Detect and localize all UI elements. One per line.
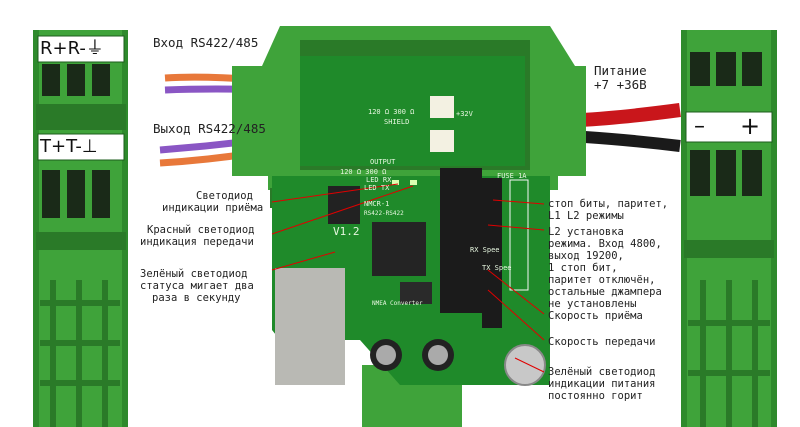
annotation-stop-bits-line1: стоп биты, паритет, <box>548 198 669 210</box>
power-label-line1: Питание <box>594 63 647 78</box>
annotation-tx-led-line1: Красный светодиод <box>147 224 255 236</box>
board-shield: SHIELD <box>384 118 410 126</box>
annotation-tx-led-line2: индикация передачи <box>140 236 254 248</box>
board-rx-spee: RX Spee <box>470 246 500 254</box>
input-cable-label: Вход RS422/485 <box>153 35 259 50</box>
board-output: OUTPUT <box>370 158 396 166</box>
leader-lines <box>271 183 545 373</box>
left-bottom-pin-label: T+T-⊥ <box>40 136 98 157</box>
annotation-rx-led-line2: индикации приёма <box>162 202 264 214</box>
annotation-status-led-line3: раза в секунду <box>152 292 241 304</box>
annotation-l2-line2: режима. Вход 4800, <box>548 238 662 250</box>
board-version: V1.2 <box>333 225 360 238</box>
board-led-rx: LED RX <box>366 176 392 184</box>
annotation-l2-line7: не установлены <box>548 298 637 310</box>
right-minus-label: – <box>694 114 705 139</box>
board-fuse: FUSE 1A <box>497 172 527 180</box>
right-plus-label: + <box>740 112 761 140</box>
board-model: NMCR-1 <box>364 200 390 208</box>
annotation-l2-line1: L2 установка <box>548 226 624 238</box>
board-plus32: +32V <box>456 110 473 118</box>
annotation-status-led-line1: Зелёный светодиод <box>140 268 248 280</box>
board-tx-spee: TX Spee <box>482 264 512 272</box>
board-resistor-b: 120 Ω 300 Ω <box>340 168 387 176</box>
board-model2: RS422-RS422 <box>364 210 404 217</box>
board-model3: NMEA Converter <box>372 300 423 307</box>
annotation-status-led-line2: статуса мигает два <box>140 280 254 292</box>
right-terminal-block <box>681 30 777 427</box>
board-resistor-a: 120 Ω 300 Ω <box>368 108 415 116</box>
annotation-power-led-line3: постоянно горит <box>548 390 643 402</box>
output-cable-label: Выход RS422/485 <box>153 121 266 136</box>
left-terminal-block <box>33 30 128 427</box>
board-led-tx: LED TX <box>364 184 390 192</box>
annotation-power-led-line2: индикации питания <box>548 378 656 390</box>
annotation-rx-led-line1: Светодиод <box>196 190 253 202</box>
power-label-line2: +7 +36В <box>594 77 647 92</box>
annotation-l2-line5: паритет отключён, <box>548 274 656 286</box>
annotation-l2-line6: остальные джампера <box>548 286 662 298</box>
annotation-power-led-line1: Зелёный светодиод <box>548 366 656 378</box>
pcb <box>272 56 550 386</box>
annotation-l2-line3: выход 19200, <box>548 250 624 262</box>
annotation-rx-speed: Скорость приёма <box>548 310 643 322</box>
annotation-tx-speed: Скорость передачи <box>548 336 656 348</box>
left-top-pin-label: R+R-⏚ <box>40 38 104 59</box>
annotation-l2-line4: 1 стоп бит, <box>548 262 618 274</box>
annotation-stop-bits-line2: L1 L2 режимы <box>548 210 624 222</box>
